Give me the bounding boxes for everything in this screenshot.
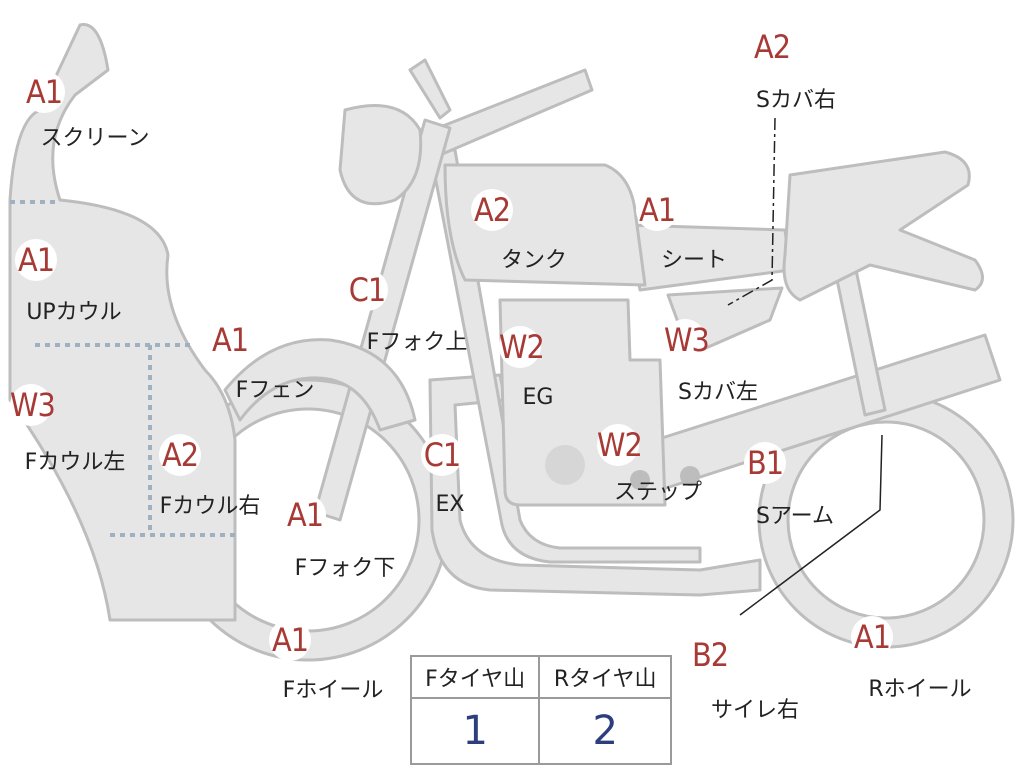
grade-badge-screen: A1 [23,71,65,113]
grade-badge-side-cover-right: A2 [751,26,793,68]
grade-badge-silencer-right: B2 [689,634,731,676]
front-tire-header: Fタイヤ山 [409,655,541,699]
grade-badge-exhaust: C1 [421,434,463,476]
grade-badge-side-cover-left: W3 [664,319,710,361]
grade-badge-front-fender: A1 [209,319,251,361]
grade-badge-swing-arm: B1 [744,442,786,484]
part-label-upper-cowl: UPカウル [26,300,122,325]
tire-table-header-row: Fタイヤ山 Rタイヤ山 [409,655,672,699]
part-label-seat: シート [660,248,728,273]
part-label-rear-wheel: Rホイール [868,677,972,702]
part-label-silencer-right: サイレ右 [710,698,800,723]
front-fender-shape [223,338,417,432]
part-label-side-cover-left: Sカバ左 [678,380,758,405]
part-label-front-cowl-left: Fカウル左 [24,450,126,475]
footpeg-knob-right [680,466,700,486]
rear-tire-value: 2 [538,697,672,765]
grade-badge-upper-cowl: A1 [15,239,57,281]
grade-badge-fork-upper: C1 [346,269,388,311]
part-label-exhaust: EX [435,492,465,517]
part-label-engine: EG [522,385,554,410]
part-label-swing-arm: Sアーム [756,504,834,529]
seat-shape [782,150,984,302]
front-tire-value: 1 [409,697,541,765]
part-label-fork-lower: Fフォク下 [294,556,396,581]
grade-badge-fork-lower: A1 [284,494,326,536]
headlight-shape [338,104,423,206]
leader-cover-right [727,117,776,306]
grade-badge-engine: W2 [499,326,545,368]
engine-case-shape [545,445,585,485]
grade-badge-front-cowl-left: W3 [10,384,56,426]
grade-badge-step: W2 [597,424,643,466]
grade-badge-rear-wheel: A1 [851,616,893,658]
part-label-step: ステップ [613,480,703,505]
exhaust-pipe-shape [428,373,762,597]
mirror-shape [408,58,452,120]
part-label-tank: タンク [500,248,568,273]
grade-badge-front-wheel: A1 [269,619,311,661]
rear-tire-header: Rタイヤ山 [538,655,672,699]
footpeg-knob-left [630,470,650,490]
part-label-front-wheel: Fホイール [282,678,384,703]
tire-tread-table: Fタイヤ山 Rタイヤ山 1 2 [409,655,672,765]
grade-badge-seat: A1 [636,189,678,231]
part-label-front-cowl-right: Fカウル右 [159,494,261,519]
leader-silencer-right [739,434,883,616]
grade-badge-tank: A2 [471,189,513,231]
part-label-front-fender: Fフェン [235,378,315,403]
grade-badge-front-cowl-right: A2 [159,434,201,476]
frame-shape [428,148,702,564]
part-label-screen: スクリーン [40,126,150,151]
part-label-side-cover-right: Sカバ右 [756,88,836,113]
tire-table-value-row: 1 2 [409,697,672,765]
part-label-fork-upper: Fフォク上 [366,330,468,355]
